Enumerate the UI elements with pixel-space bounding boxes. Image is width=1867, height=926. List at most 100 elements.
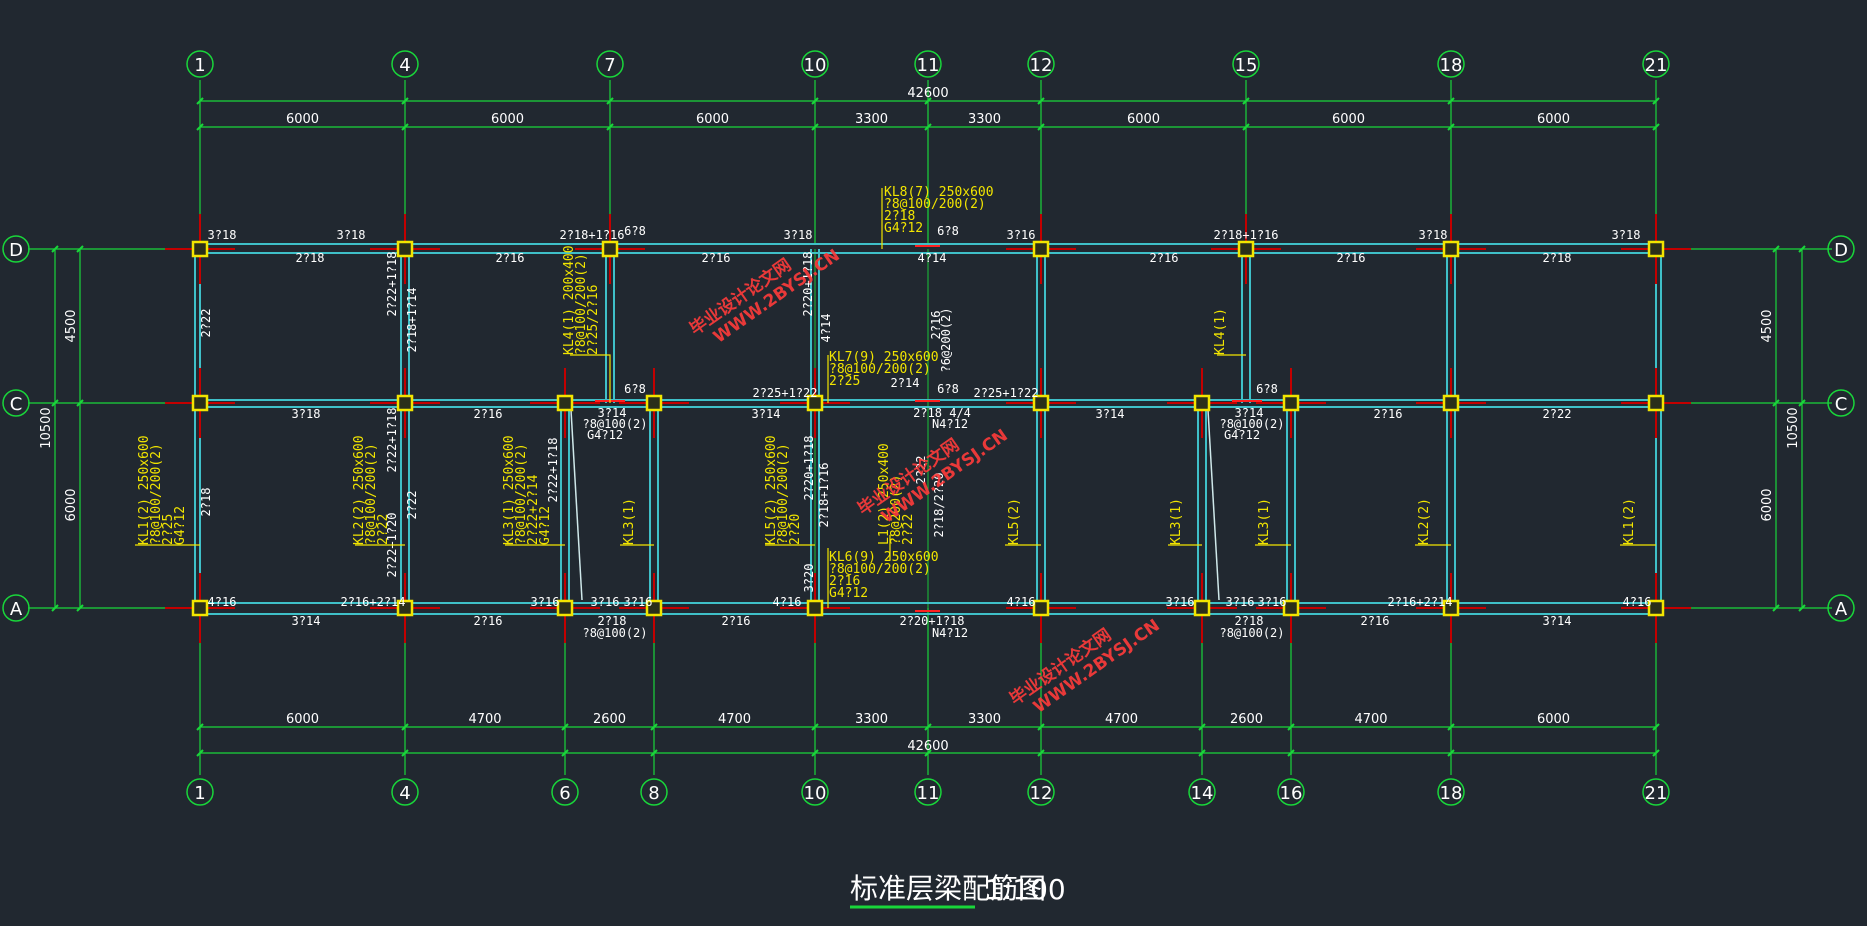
column (191, 394, 209, 412)
beam-callout-text: KL3(1) 250x600 (502, 435, 517, 545)
rebar-label: ?8@100(2) (1219, 626, 1284, 640)
rebar-label: 3?16 (1226, 595, 1255, 609)
axis-bubble-row-D-right: D (1827, 235, 1855, 263)
drawing-title: 标准层梁配筋图 (850, 872, 1046, 905)
dimension-value: 42600 (907, 86, 948, 101)
rebar-label: 2?16 (474, 614, 503, 628)
rebar-label: 2?18 (1543, 251, 1572, 265)
rebar-label: 2?16 (929, 311, 943, 340)
beam-callout-text: ?8@100/200(2) (149, 443, 164, 545)
beam-callout-text: KL4(1) (1213, 308, 1228, 355)
column (191, 599, 209, 617)
rebar-label: 2?20+1?18 (802, 435, 816, 500)
dimension-value: 10500 (1786, 407, 1801, 448)
axis-bubble-bottom-11: 11 (914, 778, 942, 806)
beam-callout-text: 2?25/2?16 (586, 285, 601, 355)
beam-callouts: KL8(7) 250x600?8@100/200(2)2?18G4?12KL7(… (137, 185, 1637, 601)
rebar-label: 2?16 (722, 614, 751, 628)
rebar-label: 3?14 (1235, 406, 1264, 420)
rebar-label: 2?16 (1337, 251, 1366, 265)
column (1193, 599, 1211, 617)
rebar-label: 4?16 (773, 595, 802, 609)
rebar-label: G4?12 (1224, 428, 1260, 442)
rebar-label: 2?16+2?14 (1387, 595, 1452, 609)
axis-label: C (1835, 394, 1848, 415)
rebar-label: 4?16 (208, 595, 237, 609)
dimension-value: 4500 (1760, 309, 1775, 342)
dimension-value: 6000 (286, 112, 319, 127)
dimension-value: 4700 (1105, 712, 1138, 727)
rebar-label: 2?18/2?20 (932, 472, 946, 537)
axis-bubble-top-11: 11 (914, 50, 942, 78)
rebar-label: ?8@100(2) (582, 417, 647, 431)
rebar-label: 3?16 (1166, 595, 1195, 609)
column (1282, 394, 1300, 412)
axis-bubble-bottom-10: 10 (801, 778, 829, 806)
axis-label: 1 (194, 55, 205, 76)
column (1237, 240, 1255, 258)
rebar-label: 3?18 (784, 228, 813, 242)
rebar-label: 3?20 (802, 564, 816, 593)
rebar-label: 3?14 (598, 406, 627, 420)
axis-bubble-bottom-21: 21 (1642, 778, 1670, 806)
rebar-label: 2?16+2?14 (340, 595, 405, 609)
column (645, 599, 663, 617)
axis-label: 11 (917, 55, 940, 76)
beam-callout-text: ?8@100/200(2) (884, 197, 986, 212)
rebar-label: 2?22 (405, 491, 419, 520)
rebar-label: 2?18 (199, 488, 213, 517)
column (556, 599, 574, 617)
axis-label: 14 (1191, 783, 1214, 804)
rebar-label: 4?14 (819, 314, 833, 343)
dimension-value: 4500 (64, 309, 79, 342)
rebar-label: 2?16 (1150, 251, 1179, 265)
dimension-value: 6000 (1332, 112, 1365, 127)
rebar-label: 2?18+1?16 (1213, 228, 1278, 242)
rebar-label: 2?16 (702, 251, 731, 265)
dimension-value: 6000 (1537, 112, 1570, 127)
axis-label: 10 (804, 783, 827, 804)
column (1032, 599, 1050, 617)
axis-label: 4 (399, 783, 410, 804)
column (191, 240, 209, 258)
dimension-value: 3300 (968, 112, 1001, 127)
beam-callout-text: 2?20 (788, 514, 803, 545)
beam-callout-text: ?8@100/200(2) (776, 443, 791, 545)
axis-bubble-bottom-14: 14 (1188, 778, 1216, 806)
axis-label: 12 (1030, 55, 1053, 76)
axis-label: 12 (1030, 783, 1053, 804)
rebar-label: 3?14 (1096, 407, 1125, 421)
beam-callout-text: ?8@100/200(2) (829, 562, 931, 577)
axis-bubble-row-C-left: C (2, 389, 30, 417)
beam-callout-text: ?8@100/200(2) (364, 443, 379, 545)
axis-bubble-bottom-1: 1 (186, 778, 214, 806)
axis-bubble-bottom-16: 16 (1277, 778, 1305, 806)
rebar-label: 4?16 (1007, 595, 1036, 609)
rebar-label: ?6@200(2) (939, 307, 953, 372)
beam-callout-text: G4?12 (829, 586, 868, 601)
rebar-label: 2?16 (474, 407, 503, 421)
axis-bubble-top-18: 18 (1437, 50, 1465, 78)
dimension-value: 2600 (593, 712, 626, 727)
rebar-label: 4?16 (1623, 595, 1652, 609)
axis-bubble-row-A-left: A (2, 594, 30, 622)
rebar-label: 2?18+1?14 (405, 287, 419, 352)
column (396, 599, 414, 617)
axis-bubble-bottom-8: 8 (640, 778, 668, 806)
rebar-label: 2?20+1?18 (899, 614, 964, 628)
column (1647, 394, 1665, 412)
column (1032, 394, 1050, 412)
beam-callout-text: KL3(1) (622, 498, 637, 545)
beam-callout-text: KL6(9) 250x600 (829, 550, 939, 565)
axis-label: 18 (1440, 55, 1463, 76)
beam-callout-text: KL2(2) (1417, 498, 1432, 545)
dimension-value: 42600 (907, 739, 948, 754)
beam-callout-text: KL3(1) (1169, 498, 1184, 545)
axis-bubble-top-1: 1 (186, 50, 214, 78)
column (1032, 240, 1050, 258)
drawing-scale: 1:100 (985, 873, 1066, 906)
axis-label: 21 (1645, 55, 1668, 76)
